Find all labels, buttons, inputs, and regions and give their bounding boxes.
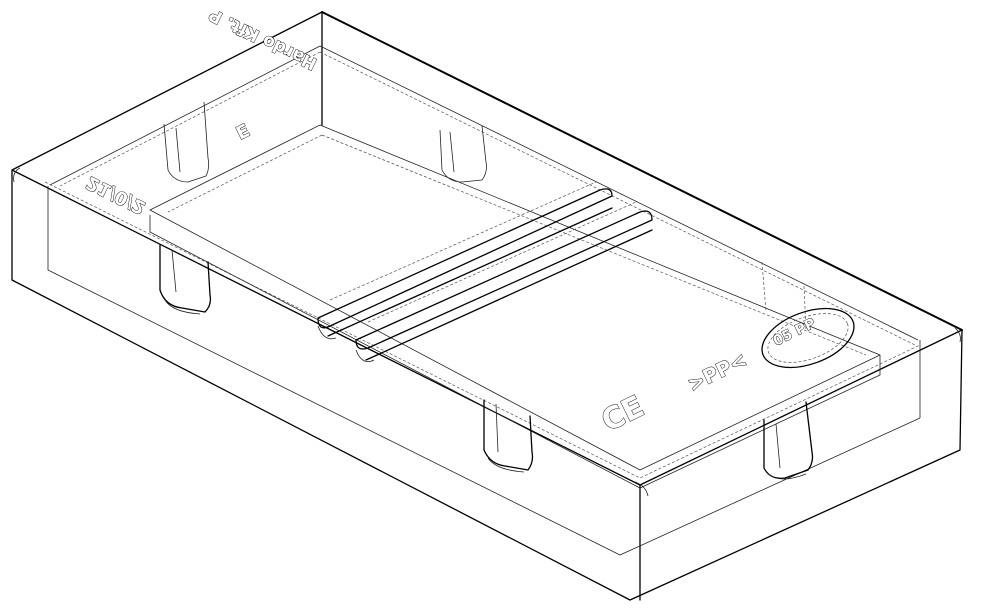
tray-floor	[149, 124, 881, 489]
outer-box	[11, 11, 963, 601]
center-ribs	[317, 181, 653, 363]
recycle-stamp: 05 PP	[761, 307, 855, 369]
clip-left-back	[163, 101, 210, 183]
markings: Hardo Kft. P 21/0/2 E CE >PP<	[83, 4, 752, 440]
center-marking: E	[233, 120, 253, 144]
clip-right-back	[439, 125, 487, 183]
ce-mark: CE	[596, 389, 650, 439]
pp-mark: >PP<	[684, 347, 751, 396]
clip-right-side	[761, 261, 807, 331]
clip-middle-front	[483, 399, 534, 473]
clip-right-front	[763, 401, 814, 480]
clip-left-front	[159, 244, 212, 315]
